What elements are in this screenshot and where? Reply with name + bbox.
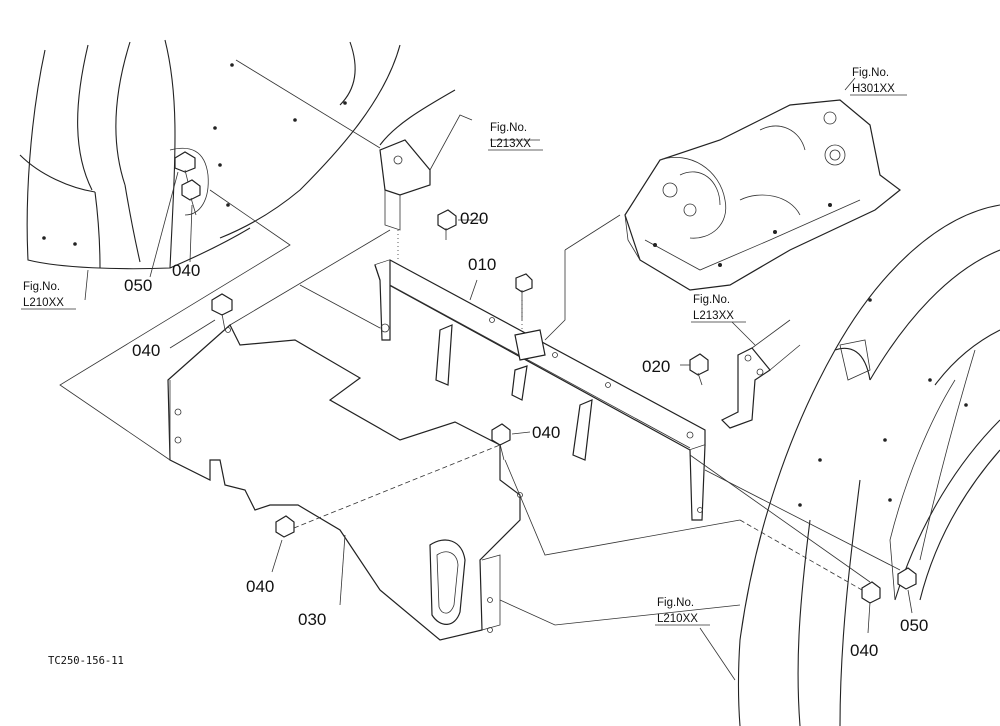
svg-text:L210XX: L210XX bbox=[657, 613, 698, 625]
leader-lines bbox=[84, 77, 913, 681]
label-040-upper-left: 040 bbox=[172, 261, 200, 280]
svg-text:L213XX: L213XX bbox=[490, 138, 531, 150]
label-040-left: 040 bbox=[132, 341, 160, 360]
label-020-right: 020 bbox=[642, 357, 670, 376]
frame-bracket-010 bbox=[374, 139, 706, 521]
hydraulic-housing bbox=[624, 99, 901, 291]
label-040-lower-right: 040 bbox=[850, 641, 878, 660]
left-fender bbox=[19, 39, 456, 270]
drawing-code: TC250-156-11 bbox=[48, 655, 124, 667]
svg-text:Fig.No.: Fig.No. bbox=[852, 67, 889, 79]
svg-text:Fig.No.: Fig.No. bbox=[490, 122, 527, 134]
label-040-lower-left: 040 bbox=[246, 577, 274, 596]
right-fender bbox=[737, 204, 1000, 726]
stay-bracket-right bbox=[720, 347, 771, 429]
assembly-lines bbox=[59, 59, 901, 626]
bolts bbox=[174, 151, 917, 604]
fig-ref-h301xx: Fig.No. H301XX bbox=[850, 67, 907, 96]
svg-text:L210XX: L210XX bbox=[23, 297, 64, 309]
label-020-upper: 020 bbox=[460, 209, 488, 228]
fig-ref-l210xx-lower: Fig.No. L210XX bbox=[655, 597, 710, 626]
fig-ref-l210xx-left: Fig.No. L210XX bbox=[21, 281, 76, 310]
cover-plate-030 bbox=[167, 324, 523, 641]
svg-text:H301XX: H301XX bbox=[852, 83, 895, 95]
label-050-left: 050 bbox=[124, 276, 152, 295]
label-040-center: 040 bbox=[532, 423, 560, 442]
label-030: 030 bbox=[298, 610, 326, 629]
label-050-right: 050 bbox=[900, 616, 928, 635]
label-010: 010 bbox=[468, 255, 496, 274]
fig-ref-l213xx-upper: Fig.No. L213XX bbox=[488, 122, 543, 151]
fig-ref-l213xx-right: Fig.No. L213XX bbox=[691, 294, 746, 323]
figure-references: Fig.No. L213XX Fig.No. H301XX Fig.No. L2… bbox=[21, 67, 907, 626]
svg-text:L213XX: L213XX bbox=[693, 310, 734, 322]
part-labels: 010 020 020 030 040 040 040 040 040 050 … bbox=[124, 209, 928, 660]
svg-text:Fig.No.: Fig.No. bbox=[657, 597, 694, 609]
svg-text:Fig.No.: Fig.No. bbox=[693, 294, 730, 306]
svg-text:Fig.No.: Fig.No. bbox=[23, 281, 60, 293]
